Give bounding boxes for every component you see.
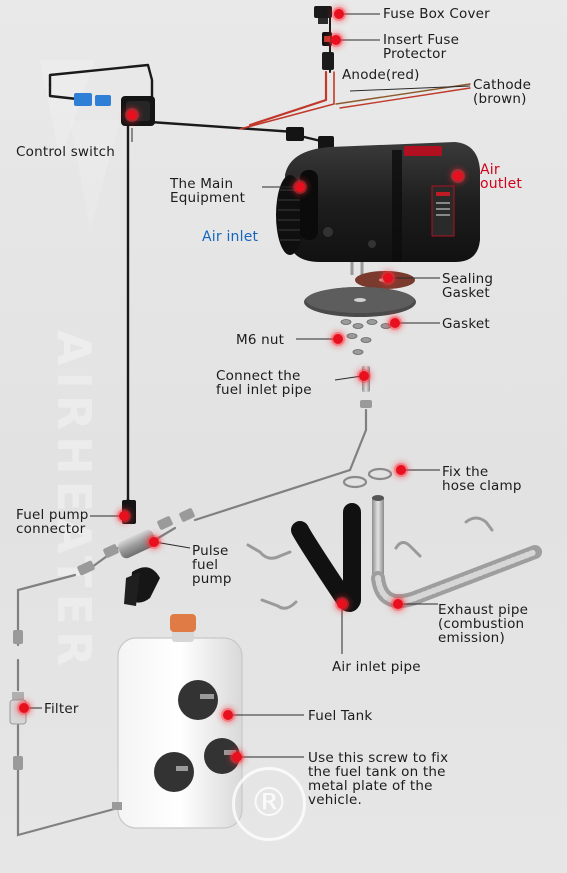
fuel-tank-part [112,614,243,829]
fuse-box-cover-part [314,6,332,24]
label-line: Equipment [170,190,246,206]
callout-dot [223,710,233,720]
exhaust-pipe-part [371,495,542,609]
label-fuel-pump-connector: Fuel pump connector [16,508,89,536]
label-control-switch: Control switch [16,144,115,160]
callout-dot [334,9,344,19]
label-line: Exhaust pipe [438,602,529,618]
label-exhaust-pipe: Exhaust pipe (combustion emission) [438,603,528,645]
label-line: Sealing [442,271,494,287]
label-line: (combustion [438,616,525,632]
callout-dot [390,318,400,328]
callout-dot [119,511,129,521]
label-air-outlet: Air outlet [480,163,522,191]
label-fuse-box-cover: Fuse Box Cover [383,6,490,22]
callout-dot [359,371,369,381]
callout-dot [331,35,341,45]
label-line: Air [480,162,500,178]
label-line: emission) [438,630,505,646]
anode-connector-part [322,52,334,70]
callout-dot [337,599,347,609]
air-inlet-pipe-part [291,503,361,612]
label-line: the fuel tank on the [308,764,446,780]
mounting-brackets-part [246,516,494,610]
callout-dot [127,110,137,120]
callout-dot [333,334,343,344]
hose-clamp-part [342,467,393,489]
label-screw-note: Use this screw to fix the fuel tank on t… [308,751,448,807]
label-pulse-fuel-pump: Pulse fuel pump [192,544,232,586]
label-line: (brown) [473,91,527,107]
label-connect-fuel-inlet: Connect the fuel inlet pipe [216,369,312,397]
label-line: outlet [480,176,523,192]
fuse-protector-part [322,32,332,46]
label-line: Connect the [216,368,301,384]
label-line: Fuel pump [16,507,89,523]
label-line: Cathode [473,77,532,93]
label-line: fuel [192,557,219,573]
callout-dot [149,537,159,547]
label-line: fuel inlet pipe [216,382,312,398]
callout-dot [396,465,406,475]
label-line: hose clamp [442,478,522,494]
harness-plugs-part [286,127,334,150]
label-gasket: Gasket [442,316,490,332]
callout-dot [19,703,29,713]
watermark-logo: AIRHEATER [40,60,120,672]
label-line: Protector [383,46,447,62]
label-fix-hose-clamp: Fix the hose clamp [442,465,522,493]
label-m6-nut: M6 nut [236,332,285,348]
blue-connector-part [74,93,111,106]
control-switch-part [121,96,155,126]
label-line: vehicle. [308,792,362,808]
label-line: The Main [170,176,234,192]
label-line: metal plate of the [308,778,433,794]
label-sealing-gasket: Sealing Gasket [442,272,493,300]
label-anode: Anode(red) [342,67,420,83]
label-line: Use this screw to fix [308,750,449,766]
callout-dot [453,171,463,181]
label-insert-fuse-protector: Insert Fuse Protector [383,33,459,61]
registered-mark: ® [249,780,289,826]
label-main-equipment: The Main Equipment [170,177,245,205]
callout-dot [232,752,242,762]
callout-dot [295,182,305,192]
label-line: connector [16,521,86,537]
label-line: Gasket [442,285,490,301]
wiring-harness [48,7,471,522]
registered-trademark-icon: ® [232,767,306,841]
watermark-text: AIRHEATER [47,330,101,672]
label-fuel-tank: Fuel Tank [308,708,373,724]
callout-dot [393,599,403,609]
label-cathode: Cathode (brown) [473,78,531,106]
label-filter: Filter [44,701,79,717]
label-line: pump [192,571,232,587]
label-air-inlet-pipe: Air inlet pipe [332,659,421,675]
label-line: Insert Fuse [383,32,460,48]
callout-dot [383,273,393,283]
callout-leader-lines [24,13,471,758]
label-line: Fix the [442,464,489,480]
label-air-inlet: Air inlet [202,229,259,245]
gasket-plate-part [304,287,416,317]
pulse-fuel-pump-part [77,508,195,606]
label-line: Pulse [192,543,229,559]
main-heater-unit [276,142,480,275]
m6-nuts-part [340,319,392,355]
